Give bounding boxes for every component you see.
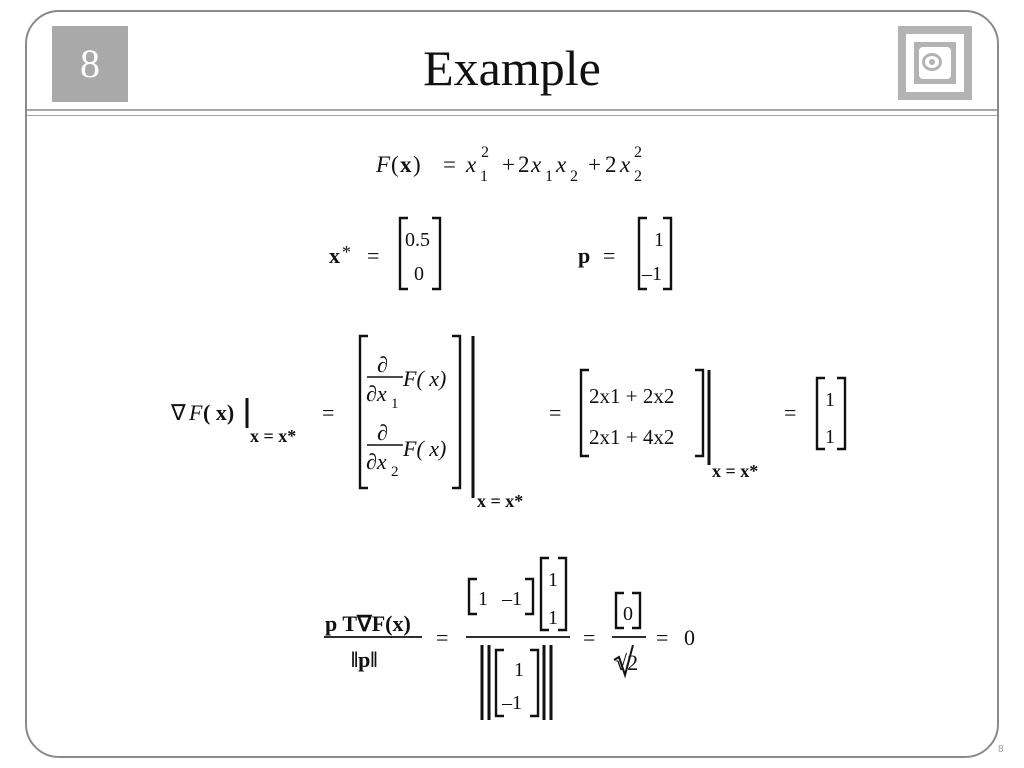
xstar-value-1: 0.5: [405, 229, 430, 251]
chapter-number-badge: 8: [52, 26, 128, 102]
partial-dx1: ∂x: [366, 381, 387, 406]
partial-F-x-1: F( x): [402, 366, 446, 391]
paren-open: (: [391, 152, 399, 177]
vector-x: x: [400, 152, 412, 177]
term3-var: x: [619, 152, 631, 177]
p-value-2: –1: [641, 263, 662, 285]
norm-p-denominator: ‖p‖: [351, 647, 378, 672]
partial-dx2: ∂x: [366, 449, 387, 474]
gradient-row-2: 2x1 + 4x2: [589, 425, 674, 449]
spiral-logo-icon: [898, 26, 972, 100]
term3-sup: 2: [634, 144, 642, 161]
plus-sign: +: [588, 152, 601, 177]
nabla-symbol: ∇: [170, 400, 186, 425]
plus-sign: +: [502, 152, 515, 177]
zero-numerator: 0: [623, 603, 633, 625]
xstar-star: *: [342, 242, 351, 262]
function-name: F: [375, 152, 391, 177]
page-number: 8: [998, 744, 1004, 755]
gradient-result-1: 1: [825, 389, 835, 411]
term2-sub-a: 1: [545, 168, 553, 185]
partial-sub-1: 1: [391, 396, 399, 412]
xstar-label: x: [329, 243, 340, 268]
gradient-result-2: 1: [825, 426, 835, 448]
term3-sub: 2: [634, 168, 642, 185]
p-label: p: [578, 243, 590, 268]
equals-sign: =: [549, 400, 561, 425]
equals-sign: =: [443, 152, 456, 177]
gradient-arg: ( x): [203, 400, 234, 425]
initial-point-and-direction: x * = 0.5 0 p = 1 –1: [329, 229, 664, 285]
partial-symbol: ∂: [377, 352, 388, 377]
norm-vec-2: –1: [501, 692, 522, 714]
sqrt2-denominator: √2: [615, 650, 638, 675]
col-vec-1: 1: [548, 569, 558, 591]
term2-var-b: x: [555, 152, 567, 177]
gradient-row-1: 2x1 + 2x2: [589, 384, 674, 408]
eval-at-xstar: x = x*: [250, 426, 296, 446]
equals-sign: =: [583, 625, 595, 650]
title-divider-thin: [27, 115, 997, 116]
term1-sup: 2: [481, 144, 489, 161]
equals-sign: =: [322, 400, 334, 425]
title-divider: [27, 109, 997, 111]
directional-result: 0: [684, 625, 695, 650]
equals-sign: =: [603, 243, 615, 268]
row-vec-2: –1: [501, 588, 522, 610]
partial-F-x-2: F( x): [402, 436, 446, 461]
col-vec-2: 1: [548, 607, 558, 629]
eval-at-xstar: x = x*: [712, 461, 758, 481]
paren-close: ): [413, 152, 421, 177]
eval-at-xstar: x = x*: [477, 491, 523, 511]
term3-coef: 2: [605, 152, 617, 177]
equals-sign: =: [784, 400, 796, 425]
pT-grad-numerator: p T∇F(x): [325, 611, 411, 636]
p-value-1: 1: [654, 229, 664, 251]
term1-var: x: [465, 152, 477, 177]
term2-var-a: x: [530, 152, 542, 177]
partial-symbol: ∂: [377, 420, 388, 445]
equals-sign: =: [367, 243, 379, 268]
row-vec-1: 1: [478, 588, 488, 610]
slide-frame: [25, 10, 999, 758]
directional-derivative: p T∇F(x) ‖p‖ = 1 –1 1 1 1 –1 = 0 √2 = 0: [325, 569, 695, 714]
norm-vec-1: 1: [514, 659, 524, 681]
term2-sub-b: 2: [570, 168, 578, 185]
slide-title: Example: [423, 40, 601, 96]
term2-coef: 2: [518, 152, 530, 177]
function-definition: F ( x ) = x 1 2 + 2 x 1 x 2 + 2 x 2 2: [375, 144, 642, 185]
equals-sign: =: [436, 625, 448, 650]
term1-sub: 1: [480, 168, 488, 185]
gradient-F: F: [188, 400, 203, 425]
equals-sign: =: [656, 625, 668, 650]
xstar-value-2: 0: [414, 263, 424, 285]
gradient-evaluation: ∇ F ( x) x = x* = ∂ ∂x 1 F( x) ∂ ∂x 2 F(…: [170, 352, 835, 511]
partial-sub-2: 2: [391, 464, 399, 480]
